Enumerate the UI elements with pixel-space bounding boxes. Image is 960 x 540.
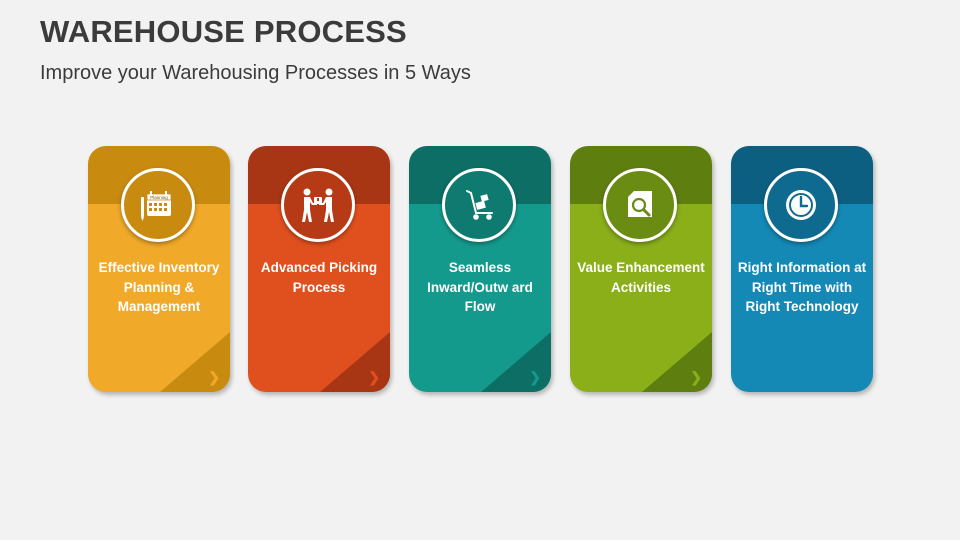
calendar-planning-icon: Planning xyxy=(121,168,195,242)
calendar-label: Planning xyxy=(150,195,168,200)
card-label: Advanced Picking Process xyxy=(260,260,378,295)
box-magnifier-icon xyxy=(603,168,677,242)
page-subtitle: Improve your Warehousing Processes in 5 … xyxy=(40,62,471,84)
handover-icon xyxy=(281,168,355,242)
card-label: Effective Inventory Planning & Managemen… xyxy=(98,260,220,314)
chevron-right-icon: ❯ xyxy=(690,369,702,385)
card-label: Value Enhancement Activities xyxy=(577,260,705,295)
hand-truck-icon xyxy=(442,168,516,242)
page-title: WAREHOUSE PROCESS xyxy=(40,14,407,49)
card-corner-fold xyxy=(642,332,712,392)
card-corner-fold xyxy=(160,332,230,392)
process-card-value-enhancement: Value Enhancement Activities ❯ xyxy=(570,146,712,392)
process-card-inventory-planning: Planning Effective Inventory Planning & … xyxy=(88,146,230,392)
process-card-inward-outward: Seamless Inward/Outw ard Flow ❯ xyxy=(409,146,551,392)
clock-icon xyxy=(764,168,838,242)
chevron-right-icon: ❯ xyxy=(529,369,541,385)
card-corner-fold xyxy=(481,332,551,392)
card-label: Seamless Inward/Outw ard Flow xyxy=(427,260,533,314)
process-card-right-information: Right Information at Right Time with Rig… xyxy=(731,146,873,392)
card-label: Right Information at Right Time with Rig… xyxy=(737,260,867,314)
chevron-right-icon: ❯ xyxy=(208,369,220,385)
card-corner-fold xyxy=(320,332,390,392)
chevron-right-icon: ❯ xyxy=(368,369,380,385)
process-card-picking: Advanced Picking Process ❯ xyxy=(248,146,390,392)
